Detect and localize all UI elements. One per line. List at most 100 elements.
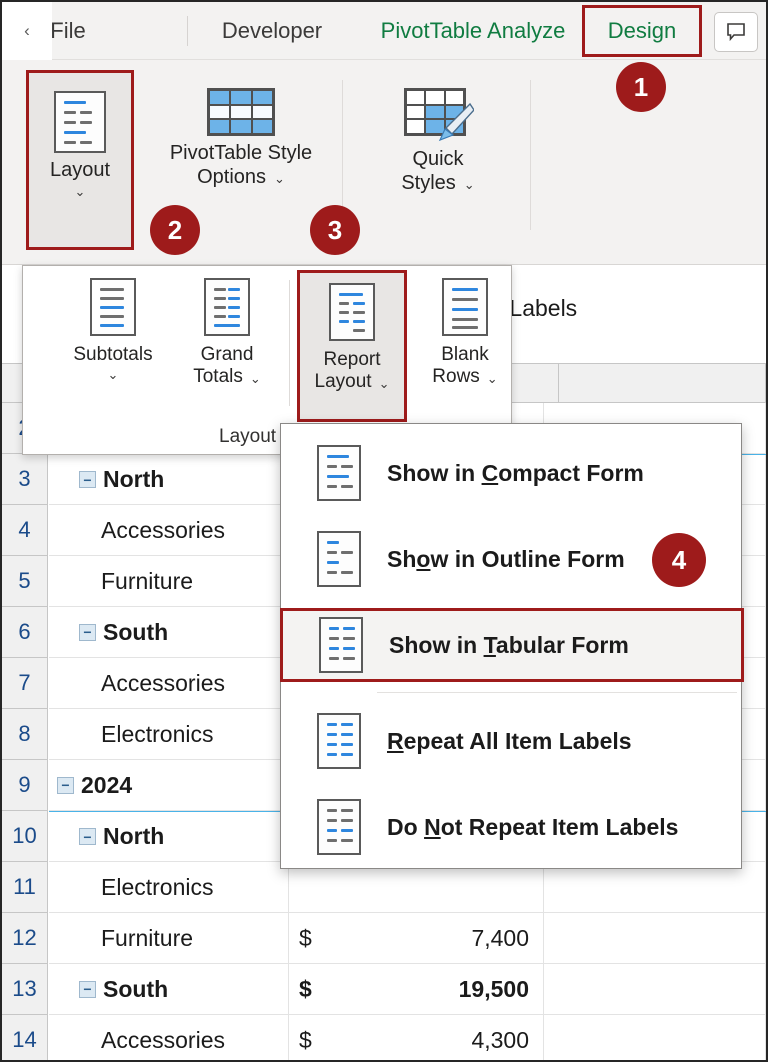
cell-empty-c[interactable] — [544, 913, 766, 963]
cell-amount: 7,400 — [471, 924, 529, 951]
ribbon-quick-styles-label-line2: Styles — [401, 171, 456, 194]
ribbon-pts-chevron-down-icon[interactable]: ⌄ — [274, 170, 285, 186]
cell-row-label[interactable]: Furniture — [49, 913, 289, 963]
cell-value[interactable]: $7,400 — [289, 913, 544, 963]
cell-empty-c[interactable] — [544, 862, 766, 912]
compact-form-icon — [317, 445, 361, 501]
column-header-next[interactable] — [559, 364, 766, 403]
cell-value[interactable]: $4,300 — [289, 1015, 544, 1060]
ribbon-quick-styles-label-line1: Quick — [412, 148, 464, 170]
row-header-13[interactable]: 13 — [2, 964, 48, 1015]
tab-divider — [187, 16, 188, 46]
tab-pivottable-analyze[interactable]: PivotTable Analyze — [362, 10, 584, 52]
cell-value[interactable]: $19,500 — [289, 964, 544, 1014]
tab-design-label: Design — [607, 18, 677, 43]
worksheet-row[interactable]: Accessories$4,300 — [49, 1015, 766, 1060]
cell-empty-c[interactable] — [544, 403, 766, 453]
row-header-12[interactable]: 12 — [2, 913, 48, 964]
row-header-6[interactable]: 6 — [2, 607, 48, 658]
cell-row-label[interactable]: −2024 — [49, 760, 289, 810]
menu-item-tabular-form[interactable]: Show in Tabular Form — [280, 608, 744, 682]
cell-row-label[interactable]: Electronics — [49, 709, 289, 759]
tab-developer[interactable]: Developer — [194, 10, 350, 52]
cell-row-label[interactable]: Accessories — [49, 505, 289, 555]
ribbon-quick-styles-chevron-down-icon[interactable]: ⌄ — [463, 176, 475, 192]
layout-blank-rows-chevron-down-icon[interactable]: ⌄ — [486, 371, 498, 387]
menu-item-outline-form[interactable]: Show in Outline Form — [281, 522, 741, 596]
collapse-minus-icon[interactable]: − — [79, 980, 96, 998]
callout-badge-3: 3 — [310, 205, 360, 255]
row-header-14[interactable]: 14 — [2, 1015, 48, 1060]
row-header-11[interactable]: 11 — [2, 862, 48, 913]
cell-value[interactable] — [289, 862, 544, 912]
comment-bubble-icon[interactable] — [714, 12, 758, 52]
subtotals-doc-icon — [90, 278, 136, 336]
row-header-label: 13 — [12, 976, 37, 1001]
cell-empty-c[interactable] — [544, 658, 766, 708]
layout-report-layout-button[interactable]: Report Layout ⌄ — [297, 270, 407, 422]
ribbon-group-divider-2 — [530, 80, 531, 230]
cell-empty-c[interactable] — [544, 505, 766, 555]
menu-item-repeat-labels[interactable]: Repeat All Item Labels — [281, 704, 741, 778]
row-header-3[interactable]: 3 — [2, 454, 48, 505]
cell-empty-c[interactable] — [544, 709, 766, 759]
row-header-7[interactable]: 7 — [2, 658, 48, 709]
worksheet-row[interactable]: Electronics — [49, 862, 766, 913]
layout-subtotals-button[interactable]: Subtotals ⌄ — [59, 278, 167, 381]
row-header-4[interactable]: 4 — [2, 505, 48, 556]
layout-grand-totals-label-line2: Totals — [193, 366, 243, 388]
cell-empty-c[interactable] — [544, 1015, 766, 1060]
cell-row-label[interactable]: Electronics — [49, 862, 289, 912]
tab-design[interactable]: Design — [582, 5, 702, 57]
cell-row-label[interactable]: −North — [49, 812, 289, 861]
collapse-minus-icon[interactable]: − — [79, 623, 96, 641]
cell-empty-c[interactable] — [544, 812, 766, 861]
worksheet-row[interactable]: −South$19,500 — [49, 964, 766, 1015]
cell-row-label[interactable]: Accessories — [49, 658, 289, 708]
cell-empty-c[interactable] — [544, 607, 766, 657]
layout-report-layout-chevron-down-icon[interactable]: ⌄ — [378, 376, 390, 392]
cell-row-label[interactable]: Accessories — [49, 1015, 289, 1060]
cell-row-label-text: Electronics — [101, 720, 214, 747]
cell-row-label-text: South — [103, 618, 169, 645]
ribbon-quick-styles-button[interactable]: Quick Styles ⌄ — [364, 88, 512, 195]
cell-row-label[interactable]: −South — [49, 964, 289, 1014]
ribbon-layout-button[interactable]: Layout ⌄ — [26, 70, 134, 250]
cell-row-label[interactable]: Furniture — [49, 556, 289, 606]
collapse-minus-icon[interactable]: − — [57, 776, 74, 794]
cell-row-label-text: North — [103, 466, 165, 492]
layout-subtotals-chevron-down-icon[interactable]: ⌄ — [107, 367, 119, 383]
row-header-label: 11 — [13, 874, 36, 899]
blank-rows-doc-icon — [442, 278, 488, 336]
menu-item-compact-form[interactable]: Show in Compact Form — [281, 436, 741, 510]
layout-blank-rows-button[interactable]: Blank Rows ⌄ — [411, 278, 519, 389]
cell-row-label[interactable]: −South — [49, 607, 289, 657]
cell-empty-c[interactable] — [544, 455, 766, 504]
tab-developer-label: Developer — [221, 18, 323, 43]
layout-report-layout-label-line1: Report — [323, 349, 381, 370]
row-header-10[interactable]: 10 — [2, 811, 48, 862]
row-header-5[interactable]: 5 — [2, 556, 48, 607]
tab-file[interactable]: File — [30, 10, 106, 52]
layout-grand-totals-button[interactable]: Grand Totals ⌄ — [173, 278, 281, 389]
cell-empty-c[interactable] — [544, 964, 766, 1014]
cell-row-label-text: Accessories — [101, 516, 225, 543]
cell-empty-c[interactable] — [544, 760, 766, 810]
cell-empty-c[interactable] — [544, 556, 766, 606]
ribbon-collapse-chevron-left-icon[interactable]: ‹ — [2, 2, 52, 60]
row-header-label: 4 — [18, 517, 31, 542]
ribbon-pivottable-style-options-button[interactable]: PivotTable Style Options ⌄ — [152, 88, 330, 189]
layout-grand-totals-chevron-down-icon[interactable]: ⌄ — [249, 371, 261, 387]
row-header-8[interactable]: 8 — [2, 709, 48, 760]
ribbon-layout-chevron-down-icon[interactable]: ⌄ — [74, 183, 86, 199]
menu-item-label: Show in Outline Form — [387, 545, 625, 572]
collapse-minus-icon[interactable]: − — [79, 828, 96, 845]
row-header-9[interactable]: 9 — [2, 760, 48, 811]
row-header-label: 6 — [18, 619, 31, 644]
menu-item-no-repeat-labels[interactable]: Do Not Repeat Item Labels — [281, 790, 741, 864]
menu-item-label: Do Not Repeat Item Labels — [387, 813, 679, 840]
cell-row-label-text: South — [103, 975, 169, 1002]
worksheet-row[interactable]: Furniture$7,400 — [49, 913, 766, 964]
collapse-minus-icon[interactable]: − — [79, 471, 96, 488]
cell-row-label[interactable]: −North — [49, 455, 289, 504]
